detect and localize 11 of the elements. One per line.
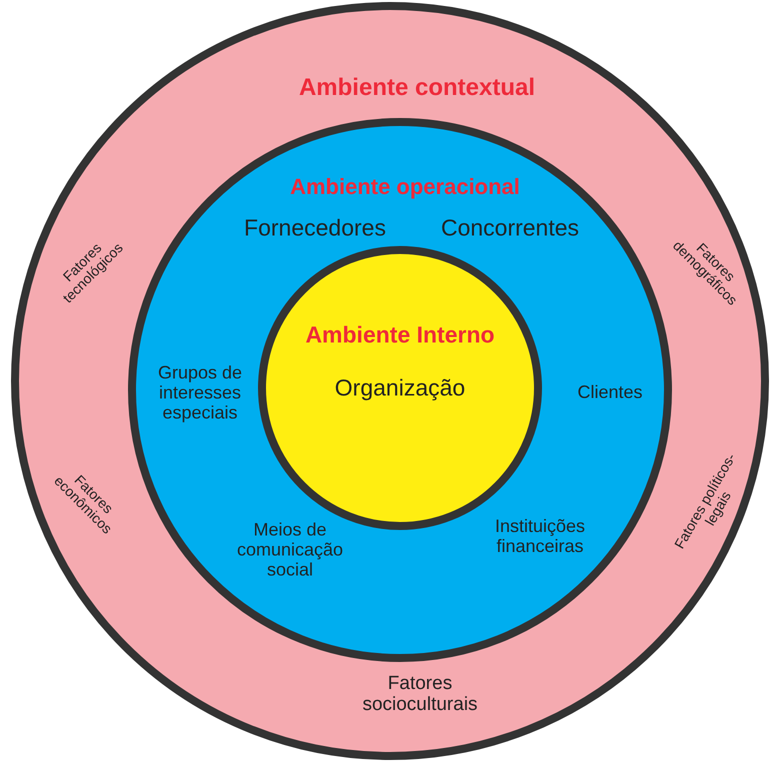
ring-heading: Ambiente operacional xyxy=(289,174,521,200)
factor-label: Fatores socioculturais xyxy=(361,674,479,716)
factor-label: Meios de comunicação social xyxy=(236,520,344,580)
factor-label: Instituições financeiras xyxy=(494,517,586,557)
factor-label: Grupos de interesses especiais xyxy=(156,363,244,423)
ring-heading: Ambiente contextual xyxy=(298,74,536,102)
factor-label: Concorrentes xyxy=(440,215,580,241)
ring-heading: Ambiente Interno xyxy=(304,322,496,348)
factor-label: Clientes xyxy=(576,383,644,403)
factor-label: Organização xyxy=(334,375,466,401)
factor-label: Fornecedores xyxy=(243,215,387,241)
